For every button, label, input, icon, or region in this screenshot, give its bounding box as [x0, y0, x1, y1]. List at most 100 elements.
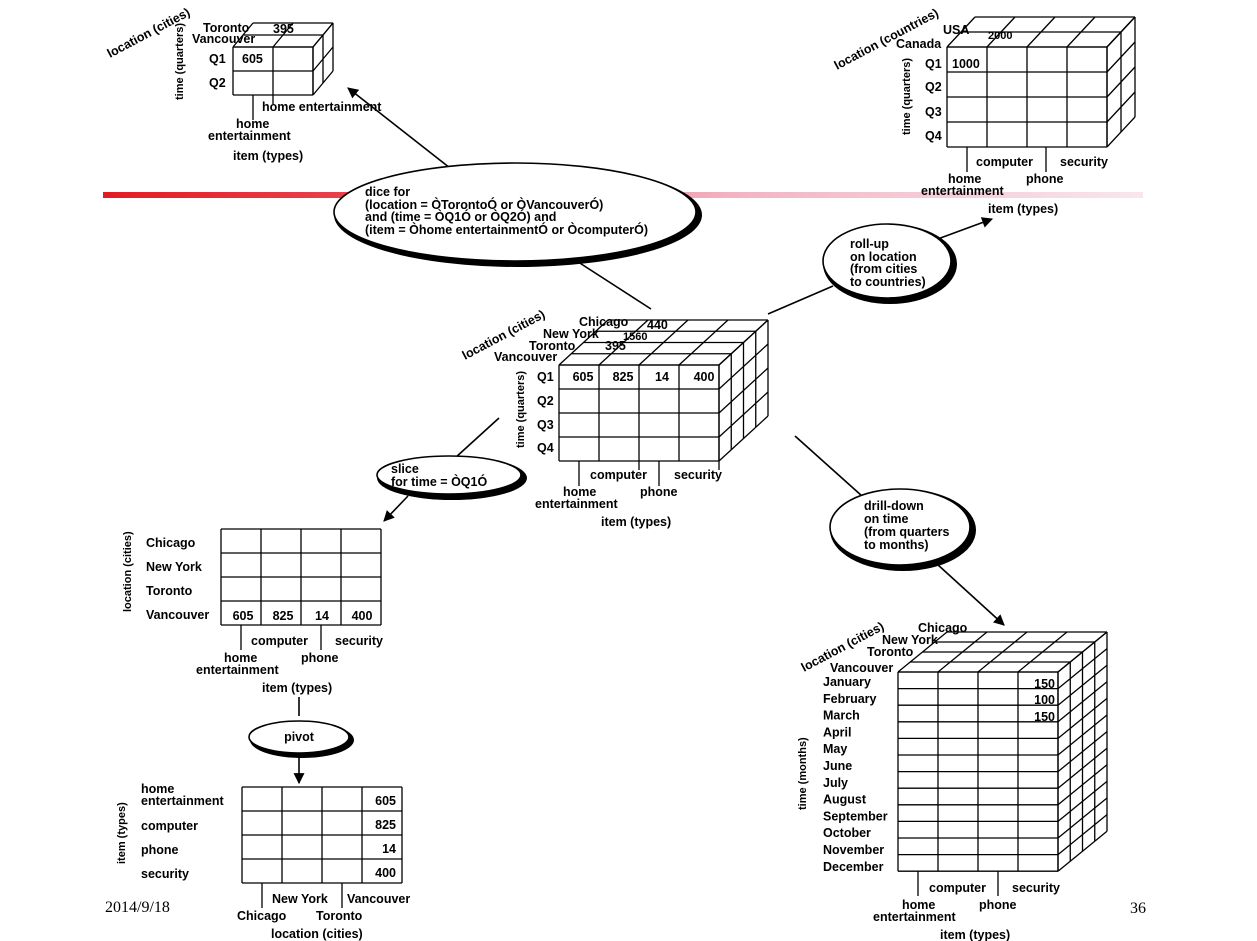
drill-city-newyork: New York — [882, 633, 938, 647]
cube-side-diag — [718, 319, 769, 366]
cube-top-diag — [1026, 16, 1056, 48]
rollup-ellipse: roll-up on location (from cities to coun… — [822, 223, 957, 304]
central-item-label: item (types) — [601, 515, 671, 529]
drill-month-label: September — [823, 809, 888, 823]
dice-line-2: (location = ÒTorontoÓ or ÒVancouverÓ) — [365, 197, 603, 212]
drill-item-security: security — [1012, 881, 1060, 895]
slice-val-home: 605 — [233, 609, 254, 623]
slice-item-phone: phone — [301, 651, 339, 665]
cube-side-diag — [1106, 116, 1136, 148]
rollup-item-computer: computer — [976, 155, 1033, 169]
pivot-val-home: 605 — [375, 794, 396, 808]
drill-item-phone: phone — [979, 898, 1017, 912]
drill-val-jan: 150 — [1034, 677, 1055, 691]
drill-month-label: May — [823, 742, 847, 756]
cube-side-diag — [1057, 648, 1108, 690]
drill-month-label: January — [823, 675, 871, 689]
drill-item-home-2: entertainment — [873, 910, 956, 924]
drill-val-feb: 100 — [1034, 693, 1055, 707]
cube-side-diag — [1057, 814, 1108, 856]
central-back-440: 440 — [647, 318, 668, 332]
central-q1-security: 400 — [694, 370, 715, 384]
central-item-phone: phone — [640, 485, 678, 499]
dice-front-value: 605 — [242, 52, 263, 66]
dice-back-value: 395 — [273, 22, 294, 36]
pivot-table: item (types) home entertainment computer… — [116, 782, 410, 941]
drill-city-chicago: Chicago — [918, 621, 968, 635]
drill-month-label: October — [823, 826, 871, 840]
central-cube-grid — [558, 319, 769, 486]
cube-side-diag — [718, 343, 769, 390]
rollup-arrow — [934, 217, 994, 241]
slice-table-grid — [220, 528, 382, 650]
rollup-cube: location (countries) time (quarters) USA… — [832, 6, 1136, 216]
dice-arrow — [347, 87, 451, 169]
pivot-row-security: security — [141, 867, 189, 881]
rollup-cube-grid — [946, 16, 1136, 172]
rollup-front-value: 1000 — [952, 57, 980, 71]
drill-city-toronto: Toronto — [867, 645, 914, 659]
slice-row-vancouver: Vancouver — [146, 608, 209, 622]
cube-top-diag — [558, 319, 609, 366]
cube-side-diag — [312, 70, 334, 96]
pivot-city-chicago: Chicago — [237, 909, 287, 923]
slice-val-phone: 14 — [315, 609, 329, 623]
cube-side-diag — [312, 46, 334, 72]
footer-page-number: 36 — [1130, 900, 1146, 917]
drill-month-label: June — [823, 759, 852, 773]
rollup-back-value: 2000 — [988, 30, 1012, 42]
dice-item-home-1: home — [236, 117, 269, 131]
cube-top-diag — [986, 16, 1016, 48]
central-back-395: 395 — [605, 339, 626, 353]
pivot-city-toronto: Toronto — [316, 909, 363, 923]
rollup-item-home-1: home — [948, 172, 981, 186]
cube-top-diag — [977, 631, 1028, 673]
cube-side-diag — [1057, 697, 1108, 739]
slice-val-security: 400 — [352, 609, 373, 623]
cube-side-diag — [1057, 714, 1108, 756]
central-item-computer: computer — [590, 468, 647, 482]
rollup-item-home-2: entertainment — [921, 184, 1004, 198]
central-item-home-1: home — [563, 485, 596, 499]
slice-line-1: slice — [391, 462, 419, 476]
drill-month-labels: JanuaryFebruaryMarchAprilMayJuneJulyAugu… — [823, 675, 888, 874]
central-q1: Q1 — [537, 370, 554, 384]
slice-row-chicago: Chicago — [146, 536, 196, 550]
pivot-row-home-2: entertainment — [141, 794, 224, 808]
slice-val-computer: 825 — [273, 609, 294, 623]
drill-line-1: drill-down — [864, 499, 924, 513]
dice-line-4: (item = Òhome entertainmentÓ or Òcompute… — [365, 222, 648, 237]
cube-side-diag — [1057, 731, 1108, 773]
cube-side-diag — [1057, 681, 1108, 723]
rollup-line-2: on location — [850, 250, 917, 264]
cube-side-diag — [1057, 664, 1108, 706]
slice-item-label: item (types) — [262, 681, 332, 695]
cube-side-diag — [1106, 91, 1136, 123]
central-item-security: security — [674, 468, 722, 482]
cube-top-diag — [272, 22, 294, 48]
drill-month-label: March — [823, 709, 860, 723]
cube-side-diag — [1057, 631, 1108, 673]
footer-date: 2014/9/18 — [105, 899, 170, 916]
cube-side-diag — [1057, 780, 1108, 822]
rollup-line-1: roll-up — [850, 237, 889, 251]
central-city-chicago: Chicago — [579, 315, 629, 329]
drill-arrow — [936, 563, 1005, 626]
dice-item-home-2: entertainment — [208, 129, 291, 143]
dice-connector — [571, 257, 652, 310]
cube-top-diag — [1017, 631, 1068, 673]
pivot-row-home-1: home — [141, 782, 174, 796]
rollup-country-canada: Canada — [896, 37, 942, 51]
cube-top-diag — [937, 631, 988, 673]
slice-table: location (cities) Chicago New York Toron… — [122, 528, 383, 695]
slice-item-security: security — [335, 634, 383, 648]
rollup-q4: Q4 — [925, 129, 942, 143]
dice-cube-grid — [232, 22, 334, 120]
pivot-val-computer: 825 — [375, 818, 396, 832]
cube-top-diag — [598, 319, 649, 366]
central-q1-computer: 825 — [613, 370, 634, 384]
slice-item-home-2: entertainment — [196, 663, 279, 677]
pivot-val-security: 400 — [375, 866, 396, 880]
slice-item-home-1: home — [224, 651, 257, 665]
slice-ellipse: slice for time = ÒQ1Ó — [376, 455, 527, 500]
